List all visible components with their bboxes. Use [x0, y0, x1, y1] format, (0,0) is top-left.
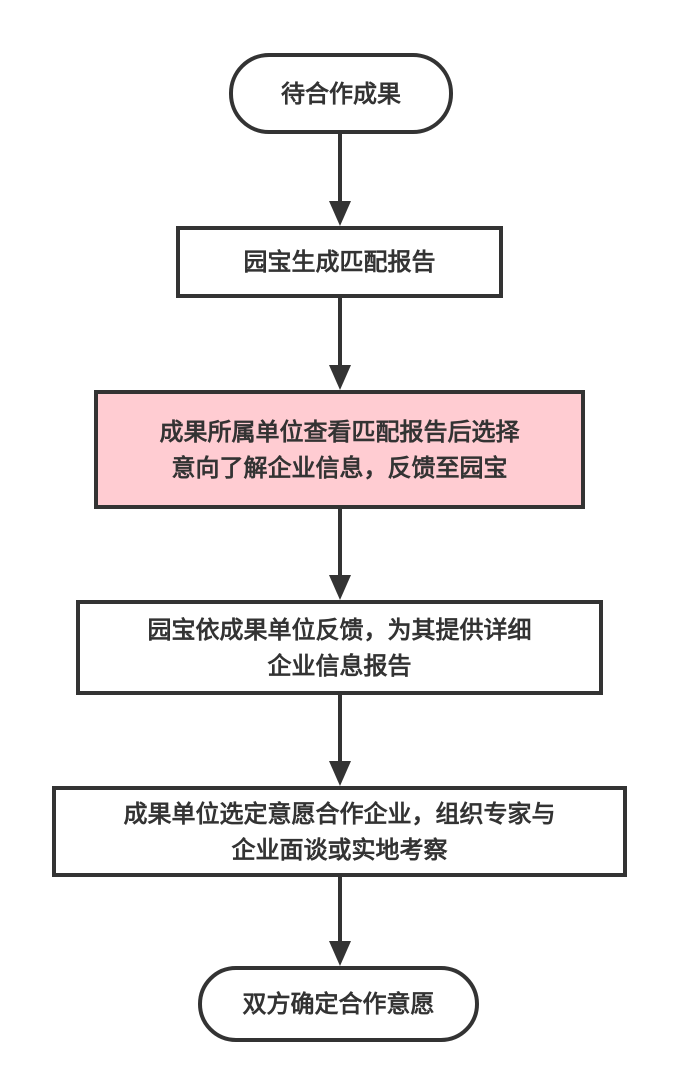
start-node-pending-results: 待合作成果	[229, 53, 453, 134]
arrowhead-icon	[329, 941, 351, 966]
node-label: 成果所属单位查看匹配报告后选择 意向了解企业信息，反馈至园宝	[160, 414, 520, 486]
node-label-line: 双方确定合作意愿	[242, 990, 435, 1018]
node-label: 成果单位选定意愿合作企业，组织专家与 企业面谈或实地考察	[124, 796, 556, 868]
node-label: 待合作成果	[281, 76, 401, 112]
process-node-review-and-feedback: 成果所属单位查看匹配报告后选择 意向了解企业信息，反馈至园宝	[94, 390, 585, 509]
node-label-line: 成果所属单位查看匹配报告后选择	[159, 417, 520, 446]
node-label-line: 园宝依成果单位反馈，为其提供详细	[147, 615, 532, 644]
node-label: 双方确定合作意愿	[243, 986, 435, 1022]
node-label: 园宝依成果单位反馈，为其提供详细 企业信息报告	[148, 612, 532, 684]
arrowhead-icon	[329, 761, 351, 786]
end-node-confirm-cooperation: 双方确定合作意愿	[198, 966, 479, 1042]
node-label-line: 企业信息报告	[267, 651, 412, 680]
node-label-line: 意向了解企业信息，反馈至园宝	[171, 453, 508, 482]
node-label-line: 待合作成果	[281, 79, 401, 108]
arrowhead-icon	[329, 201, 351, 226]
process-node-select-and-inspect: 成果单位选定意愿合作企业，组织专家与 企业面谈或实地考察	[52, 786, 627, 877]
node-label-line: 企业面谈或实地考察	[231, 835, 448, 864]
process-node-provide-company-report: 园宝依成果单位反馈，为其提供详细 企业信息报告	[76, 600, 603, 695]
node-label-line: 成果单位选定意愿合作企业，组织专家与	[123, 799, 556, 828]
arrowhead-icon	[329, 575, 351, 600]
process-node-generate-match-report: 园宝生成匹配报告	[176, 226, 503, 298]
arrowhead-icon	[329, 365, 351, 390]
node-label: 园宝生成匹配报告	[244, 244, 436, 280]
node-label-line: 园宝生成匹配报告	[243, 248, 436, 276]
